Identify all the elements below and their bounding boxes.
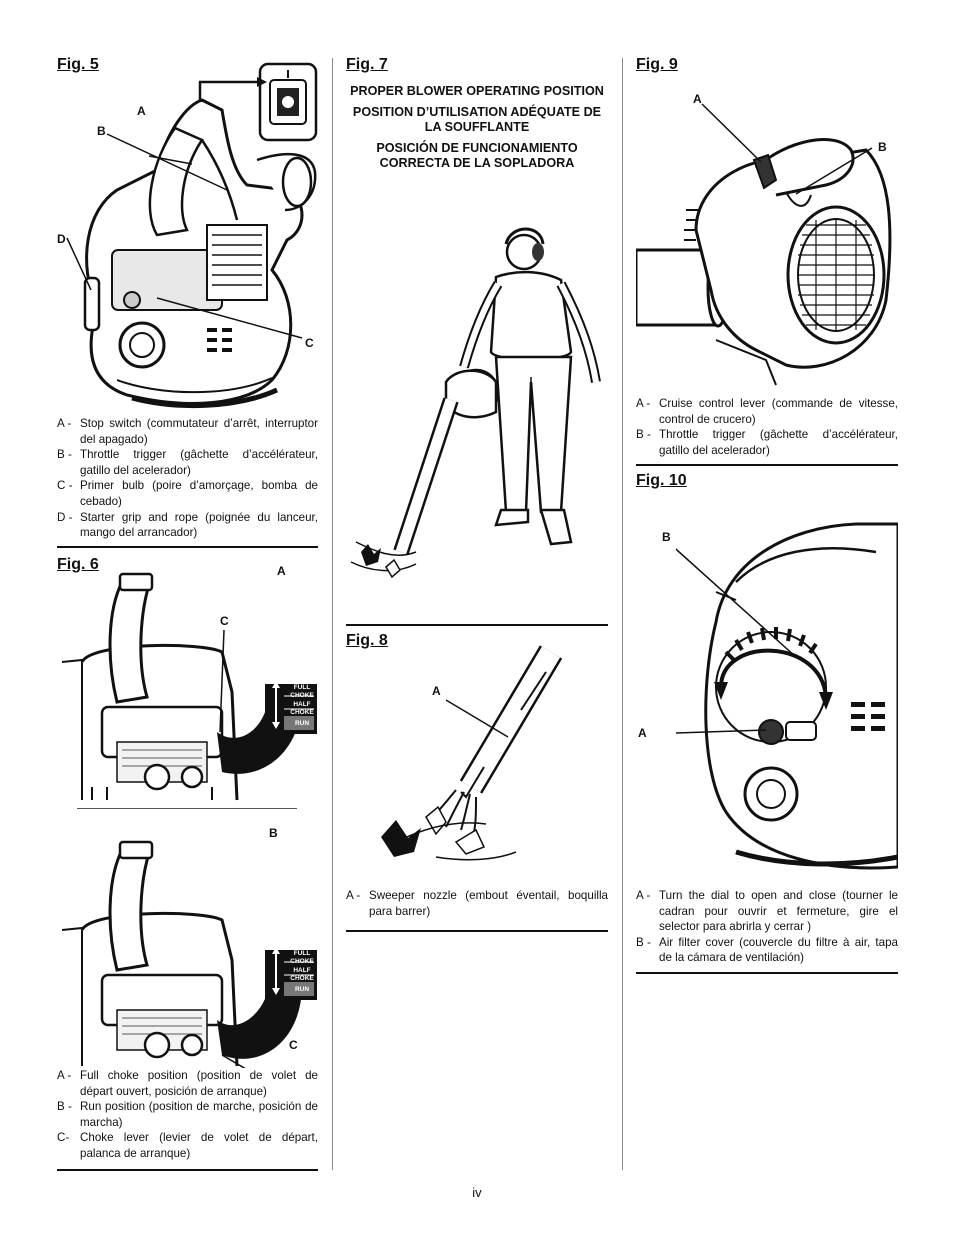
fig7-heading-fr: POSITION D’UTILISATION ADÉQUATE DE LA SO… xyxy=(352,104,602,135)
fig6-illustration-top xyxy=(62,572,317,801)
fig6-choke-label-top: FULL CHOKE HALF CHOKE RUN xyxy=(290,684,314,727)
fig9-legend: A -Cruise control lever (commande de vit… xyxy=(636,396,898,458)
fig8-illustration xyxy=(381,645,563,861)
fig8-legend: A -Sweeper nozzle (embout éventail, boqu… xyxy=(346,888,608,919)
fig10-legend: A -Turn the dial to open and close (tour… xyxy=(636,888,898,966)
fig8-title: Fig. 8 xyxy=(346,632,388,649)
fig10-illustration xyxy=(676,522,898,870)
column-divider-1 xyxy=(332,58,333,1170)
fig5-bottom-rule xyxy=(57,546,318,548)
legend-item: A -Cruise control lever (commande de vit… xyxy=(636,397,898,426)
fig5-callout-c: C xyxy=(305,336,314,350)
legend-item: C-Choke lever (levier de volet de départ… xyxy=(57,1131,318,1160)
legend-item: B -Throttle trigger (gâchette d’accéléra… xyxy=(636,428,898,457)
fig6-callout-b: B xyxy=(269,826,278,840)
fig5-legend: A -Stop switch (commutateur d’arrêt, int… xyxy=(57,416,318,541)
fig7-bottom-rule xyxy=(346,624,608,626)
column-divider-2 xyxy=(622,58,623,1170)
fig9-callout-a: A xyxy=(693,92,702,106)
fig9-title: Fig. 9 xyxy=(636,56,678,73)
fig10-title: Fig. 10 xyxy=(636,472,687,489)
fig8-bottom-rule xyxy=(346,930,608,932)
fig5-callout-a: A xyxy=(137,104,146,118)
legend-item: C -Primer bulb (poire d’amorçage, bomba … xyxy=(57,479,318,508)
fig7-heading-en: PROPER BLOWER OPERATING POSITION xyxy=(350,84,604,98)
fig6-title: Fig. 6 xyxy=(57,556,99,573)
legend-item: A -Stop switch (commutateur d’arrêt, int… xyxy=(57,417,318,446)
fig6-divider xyxy=(77,808,297,809)
legend-item: B -Run position (position de marche, pos… xyxy=(57,1100,318,1129)
fig5-illustration xyxy=(66,62,318,409)
fig9-illustration xyxy=(636,103,892,390)
fig6-callout-c-bottom: C xyxy=(289,1038,298,1052)
fig5-callout-b: B xyxy=(97,124,106,138)
page-number: iv xyxy=(472,1185,482,1200)
legend-item: B -Throttle trigger (gâchette d’accéléra… xyxy=(57,448,318,477)
legend-item: D -Starter grip and rope (poignée du lan… xyxy=(57,510,318,540)
fig6-legend: A -Full choke position (position de vole… xyxy=(57,1068,318,1162)
fig6-illustration-bottom xyxy=(62,840,317,1068)
fig6-callout-c-top: C xyxy=(220,614,229,628)
fig9-callout-b: B xyxy=(878,140,887,154)
fig7-heading-es: POSICIÓN DE FUNCIONAMIENTO CORRECTA DE L… xyxy=(376,140,578,171)
fig7-illustration xyxy=(350,227,601,579)
fig6-bottom-rule xyxy=(57,1169,318,1171)
legend-item: A -Sweeper nozzle (embout éventail, boqu… xyxy=(346,889,608,918)
fig5-callout-d: D xyxy=(57,232,66,246)
fig10-bottom-rule xyxy=(636,972,898,974)
legend-item: B -Air filter cover (couvercle du filtre… xyxy=(636,935,898,965)
fig10-callout-a: A xyxy=(638,726,647,740)
fig8-callout-a: A xyxy=(432,684,441,698)
fig7-heading: PROPER BLOWER OPERATING POSITION POSITIO… xyxy=(346,84,608,177)
fig7-title: Fig. 7 xyxy=(346,56,388,73)
fig6-choke-label-bottom: FULL CHOKE HALF CHOKE RUN xyxy=(290,950,314,993)
fig9-bottom-rule xyxy=(636,464,898,466)
fig6-callout-a: A xyxy=(277,564,286,578)
legend-item: A -Turn the dial to open and close (tour… xyxy=(636,889,898,934)
fig5-title: Fig. 5 xyxy=(57,56,99,73)
legend-item: A -Full choke position (position de vole… xyxy=(57,1069,318,1098)
fig10-callout-b: B xyxy=(662,530,671,544)
